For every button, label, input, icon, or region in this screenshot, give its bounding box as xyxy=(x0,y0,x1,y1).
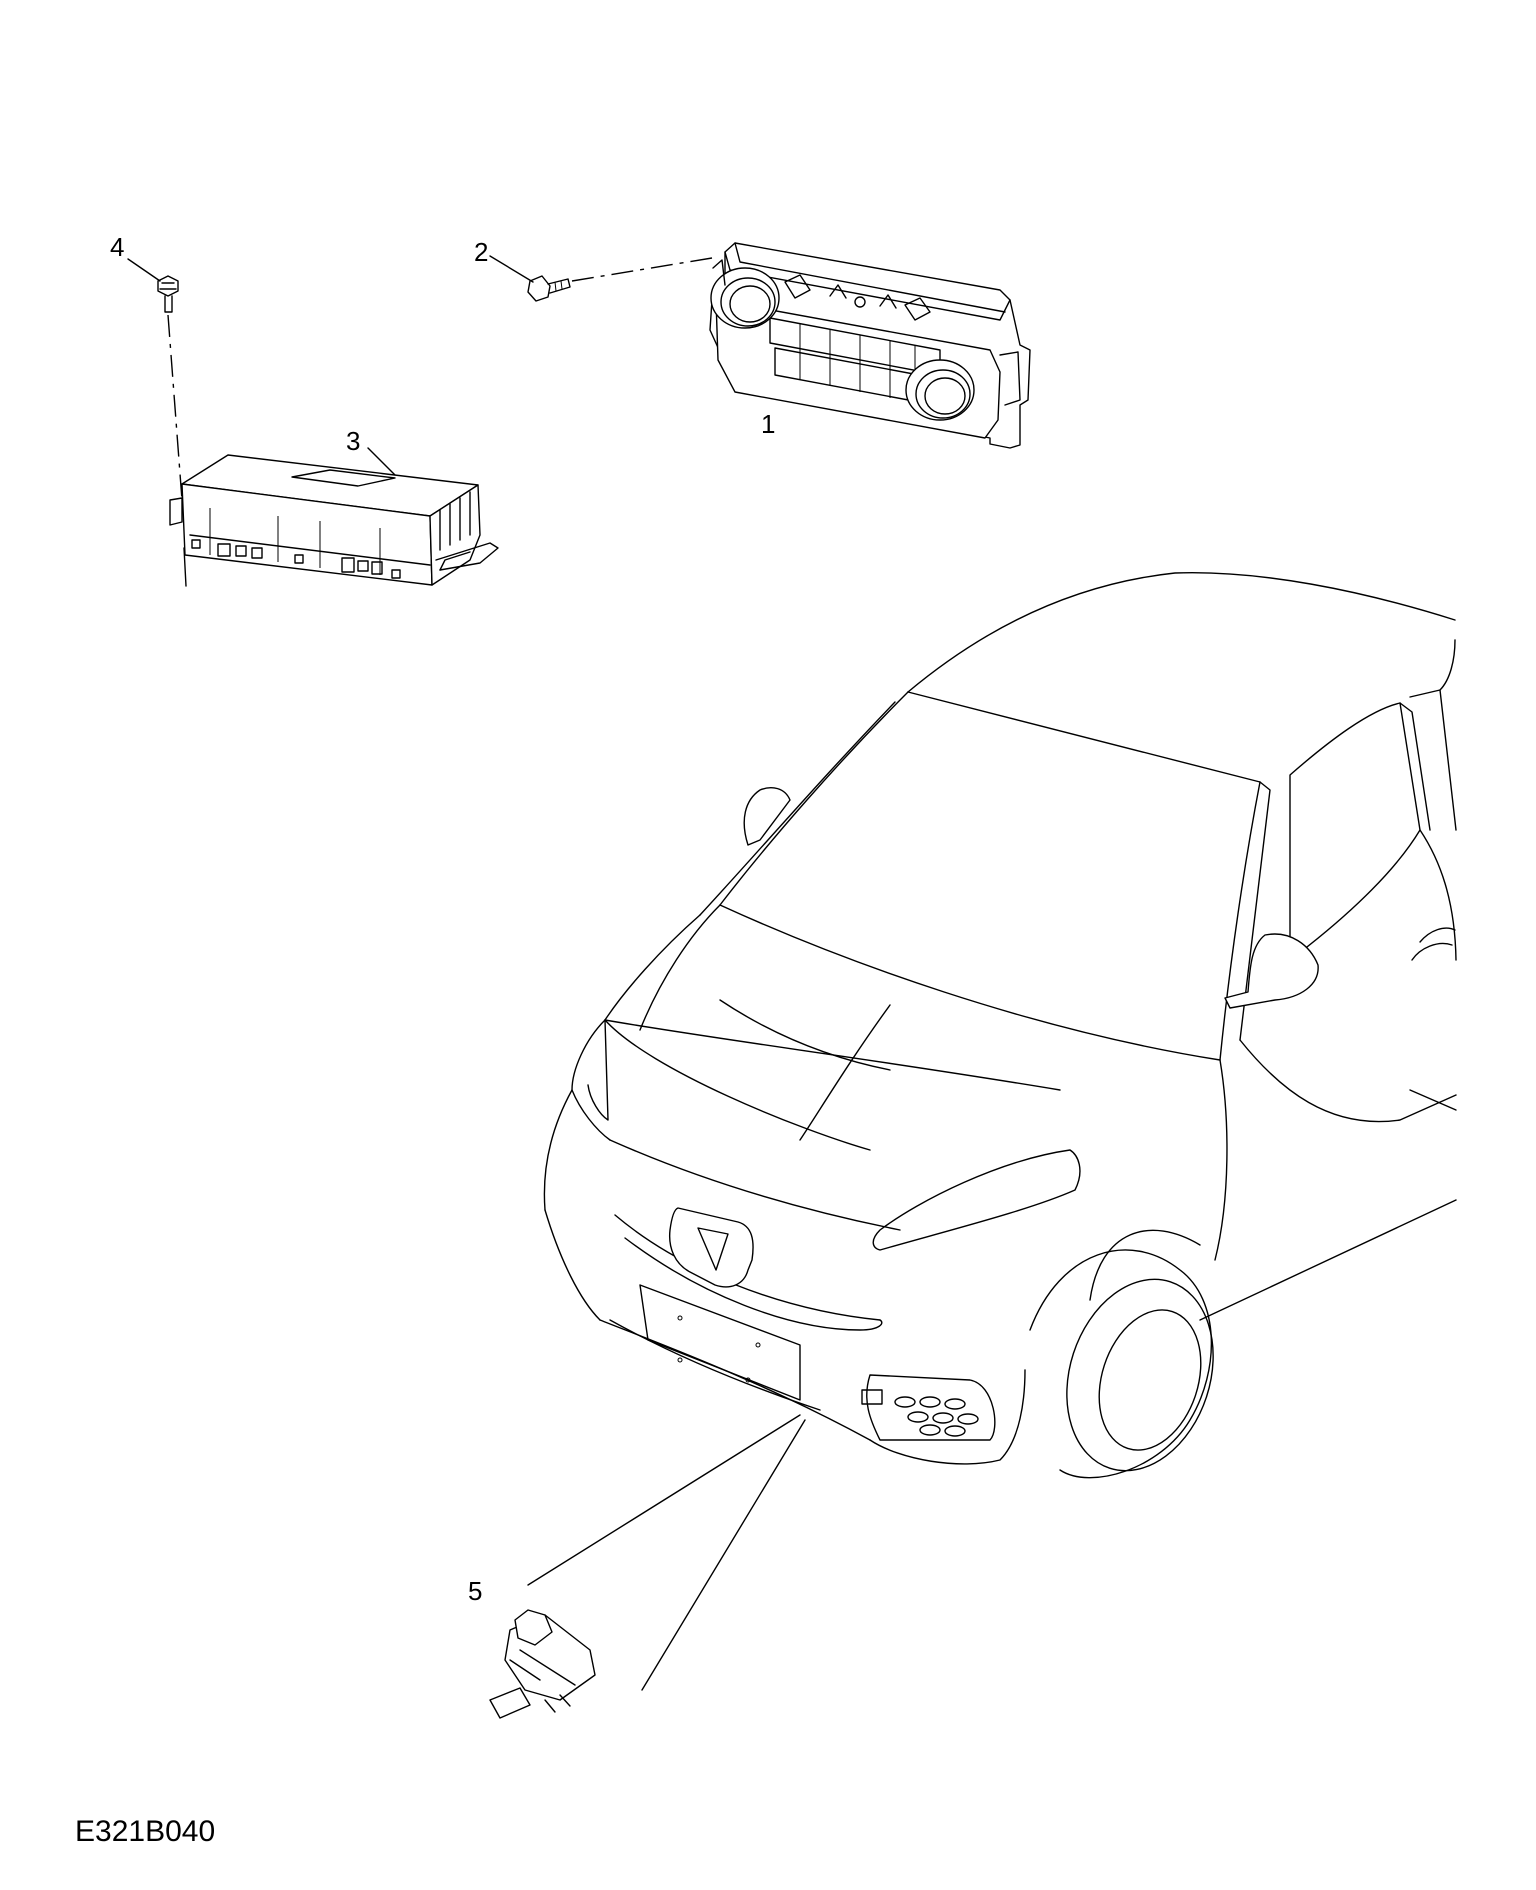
climate-control-panel xyxy=(709,242,1031,449)
callout-5: 5 xyxy=(468,1576,483,1606)
callout-3: 3 xyxy=(346,426,361,456)
bolt-part-4 xyxy=(127,258,187,587)
control-module-part-3 xyxy=(169,447,499,586)
ambient-sensor-part-5 xyxy=(489,1414,806,1719)
callout-2: 2 xyxy=(474,237,489,267)
callout-4: 4 xyxy=(110,232,125,262)
screw-part-2 xyxy=(489,255,713,302)
vehicle-outline xyxy=(543,572,1457,1479)
drawing-code: E321B040 xyxy=(75,1815,216,1848)
callout-1: 1 xyxy=(761,409,776,439)
